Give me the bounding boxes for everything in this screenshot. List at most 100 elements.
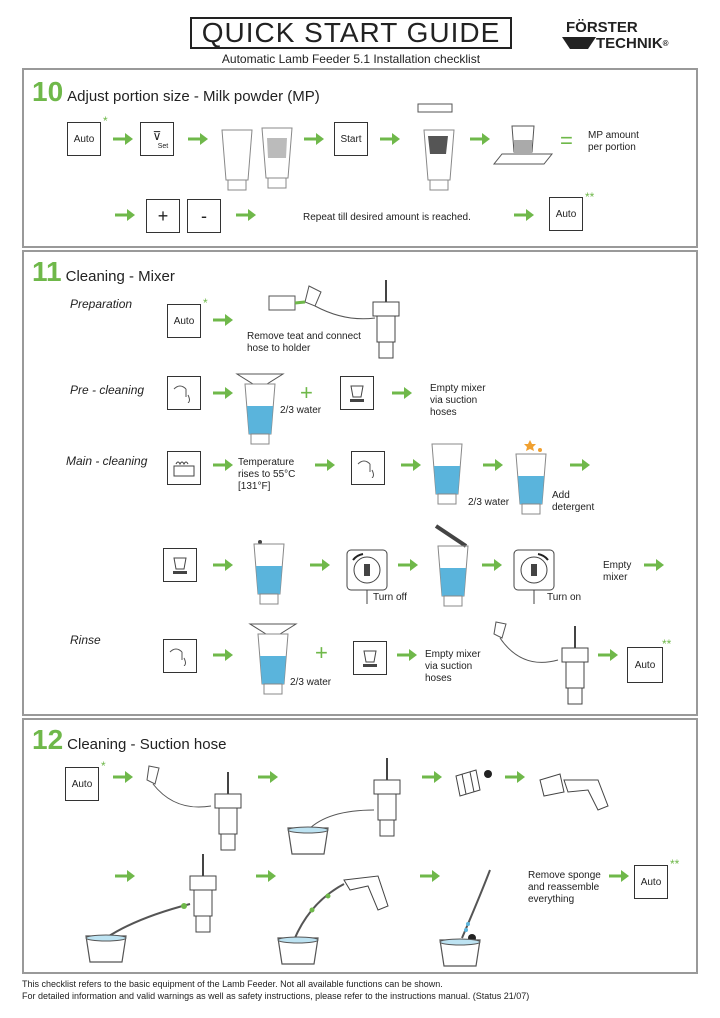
arrow-icon: [568, 457, 592, 473]
section-11-number: 11: [32, 256, 62, 287]
auto-button[interactable]: Auto: [549, 197, 583, 231]
forster-technik-logo: FÖRSTER TECHNIK®: [562, 20, 702, 60]
empty-mixer-line1: Empty mixer: [430, 383, 486, 394]
rinse-empty-line2: via suction: [425, 661, 473, 672]
prep-text-line2: hose to holder: [247, 343, 311, 354]
sponge-line3: everything: [528, 894, 575, 905]
device-bucket-illustration: [287, 757, 401, 855]
cup-flush-icon: [173, 557, 187, 574]
set-button[interactable]: ⊽ Set: [140, 122, 174, 156]
water-amount-text: 2/3 water: [280, 405, 322, 416]
section-10-panel: [22, 68, 698, 248]
empty-cup-icon: [221, 129, 253, 191]
mixer-funnel-water: [235, 373, 285, 445]
preparation-label: Preparation: [70, 297, 133, 311]
auto-button[interactable]: Auto: [167, 304, 201, 338]
scale-icon: [492, 125, 554, 165]
minus-button[interactable]: -: [187, 199, 221, 233]
auto-button[interactable]: Auto: [65, 767, 99, 801]
arrow-icon: [111, 769, 135, 785]
add-detergent-text: Add detergent: [552, 490, 594, 514]
empty-mixer-step-line1: Empty: [603, 560, 632, 571]
arrow-icon: [302, 131, 326, 147]
auto-button[interactable]: Auto: [627, 647, 663, 683]
temp-line2: rises to 55°C: [238, 469, 296, 480]
arrow-icon: [211, 312, 235, 328]
auto-button[interactable]: Auto: [67, 122, 101, 156]
double-star: **: [670, 857, 680, 871]
tap-icon: [173, 385, 190, 403]
detergent-line1: Add: [552, 490, 570, 501]
water-tap-button[interactable]: [167, 376, 201, 410]
logo-line1: FÖRSTER: [566, 19, 638, 36]
section-10-number: 10: [32, 76, 64, 107]
heating-button[interactable]: [167, 451, 201, 485]
cup-water-icon: [431, 443, 463, 505]
rinse-empty-text: Empty mixer via suction hoses: [425, 649, 481, 685]
arrow-icon: [395, 647, 419, 663]
empty-mixer-step-text: Empty mixer: [603, 560, 631, 584]
arrow-icon: [596, 647, 620, 663]
temperature-text: Temperature rises to 55°C [131°F]: [238, 457, 295, 493]
auto-button[interactable]: Auto: [634, 865, 668, 899]
empty-mixer-text: Empty mixer via suction hoses: [430, 383, 486, 419]
remove-sponge-text: Remove sponge and reassemble everything: [528, 870, 601, 906]
arrow-icon: [313, 457, 337, 473]
arrow-icon: [468, 131, 492, 147]
plus-button[interactable]: +: [146, 199, 180, 233]
start-button[interactable]: Start: [334, 122, 368, 156]
turn-on-knob-icon: [513, 549, 555, 605]
repeat-text: Repeat till desired amount is reached.: [303, 212, 471, 223]
page-subtitle: Automatic Lamb Feeder 5.1 Installation c…: [221, 52, 481, 66]
sponge-connector-icon: [455, 769, 492, 797]
water-tap-button[interactable]: [351, 451, 385, 485]
rinse-label: Rinse: [70, 633, 101, 647]
section-12-panel: [22, 718, 698, 974]
arrow-icon: [642, 557, 666, 573]
arrow-icon: [234, 207, 258, 223]
logo-reg: ®: [662, 38, 669, 48]
spray-gun-icon: [539, 773, 609, 811]
mixer-water-icon: [253, 540, 285, 605]
flush-button[interactable]: [340, 376, 374, 410]
hose-to-device-illustration: [146, 765, 242, 851]
prep-text-line1: Remove teat and connect: [247, 331, 361, 342]
funnel-icon: ⊽: [152, 128, 162, 143]
arrow-icon: [211, 557, 235, 573]
flush-button[interactable]: [353, 641, 387, 675]
temp-line1: Temperature: [238, 457, 295, 468]
plus-sign: +: [315, 640, 328, 665]
logo-line2: TECHNIK: [596, 34, 663, 52]
mp-amount-line1: MP amount: [588, 130, 639, 141]
page-title-text: QUICK START GUIDE: [201, 17, 501, 48]
section-10-title: Adjust portion size - Milk powder (MP): [67, 88, 320, 105]
sponge-line2: and reassemble: [528, 882, 600, 893]
tap-icon: [169, 648, 186, 666]
section-12-header: 12 Cleaning - Suction hose: [32, 724, 226, 756]
empty-mixer-line2: via suction: [430, 395, 478, 406]
arrow-icon: [256, 769, 280, 785]
page-title: QUICK START GUIDE: [190, 17, 512, 49]
section-11-title: Cleaning - Mixer: [65, 268, 175, 285]
single-star: *: [101, 759, 106, 773]
arrow-icon: [111, 131, 135, 147]
double-star: **: [662, 637, 672, 651]
water-tap-button[interactable]: [163, 639, 197, 673]
mp-amount-text: MP amount per portion: [588, 130, 639, 154]
dispenser-cup-icon: [417, 103, 455, 191]
rinse-empty-line3: hoses: [425, 673, 452, 684]
turn-on-text: Turn on: [547, 592, 582, 603]
flush-button[interactable]: [163, 548, 197, 582]
prep-text: Remove teat and connect hose to holder: [247, 331, 361, 355]
section-12-title: Cleaning - Suction hose: [67, 736, 227, 753]
arrow-icon: [390, 385, 414, 401]
arrow-icon: [512, 207, 536, 223]
turn-off-text: Turn off: [373, 592, 407, 603]
plus-sign: +: [300, 380, 313, 405]
arrow-icon: [607, 868, 631, 884]
cup-detergent-icon: [515, 440, 547, 515]
empty-mixer-line3: hoses: [430, 407, 457, 418]
equals-sign: =: [560, 128, 573, 153]
arrow-icon: [211, 385, 235, 401]
pre-cleaning-label: Pre - cleaning: [70, 383, 145, 397]
